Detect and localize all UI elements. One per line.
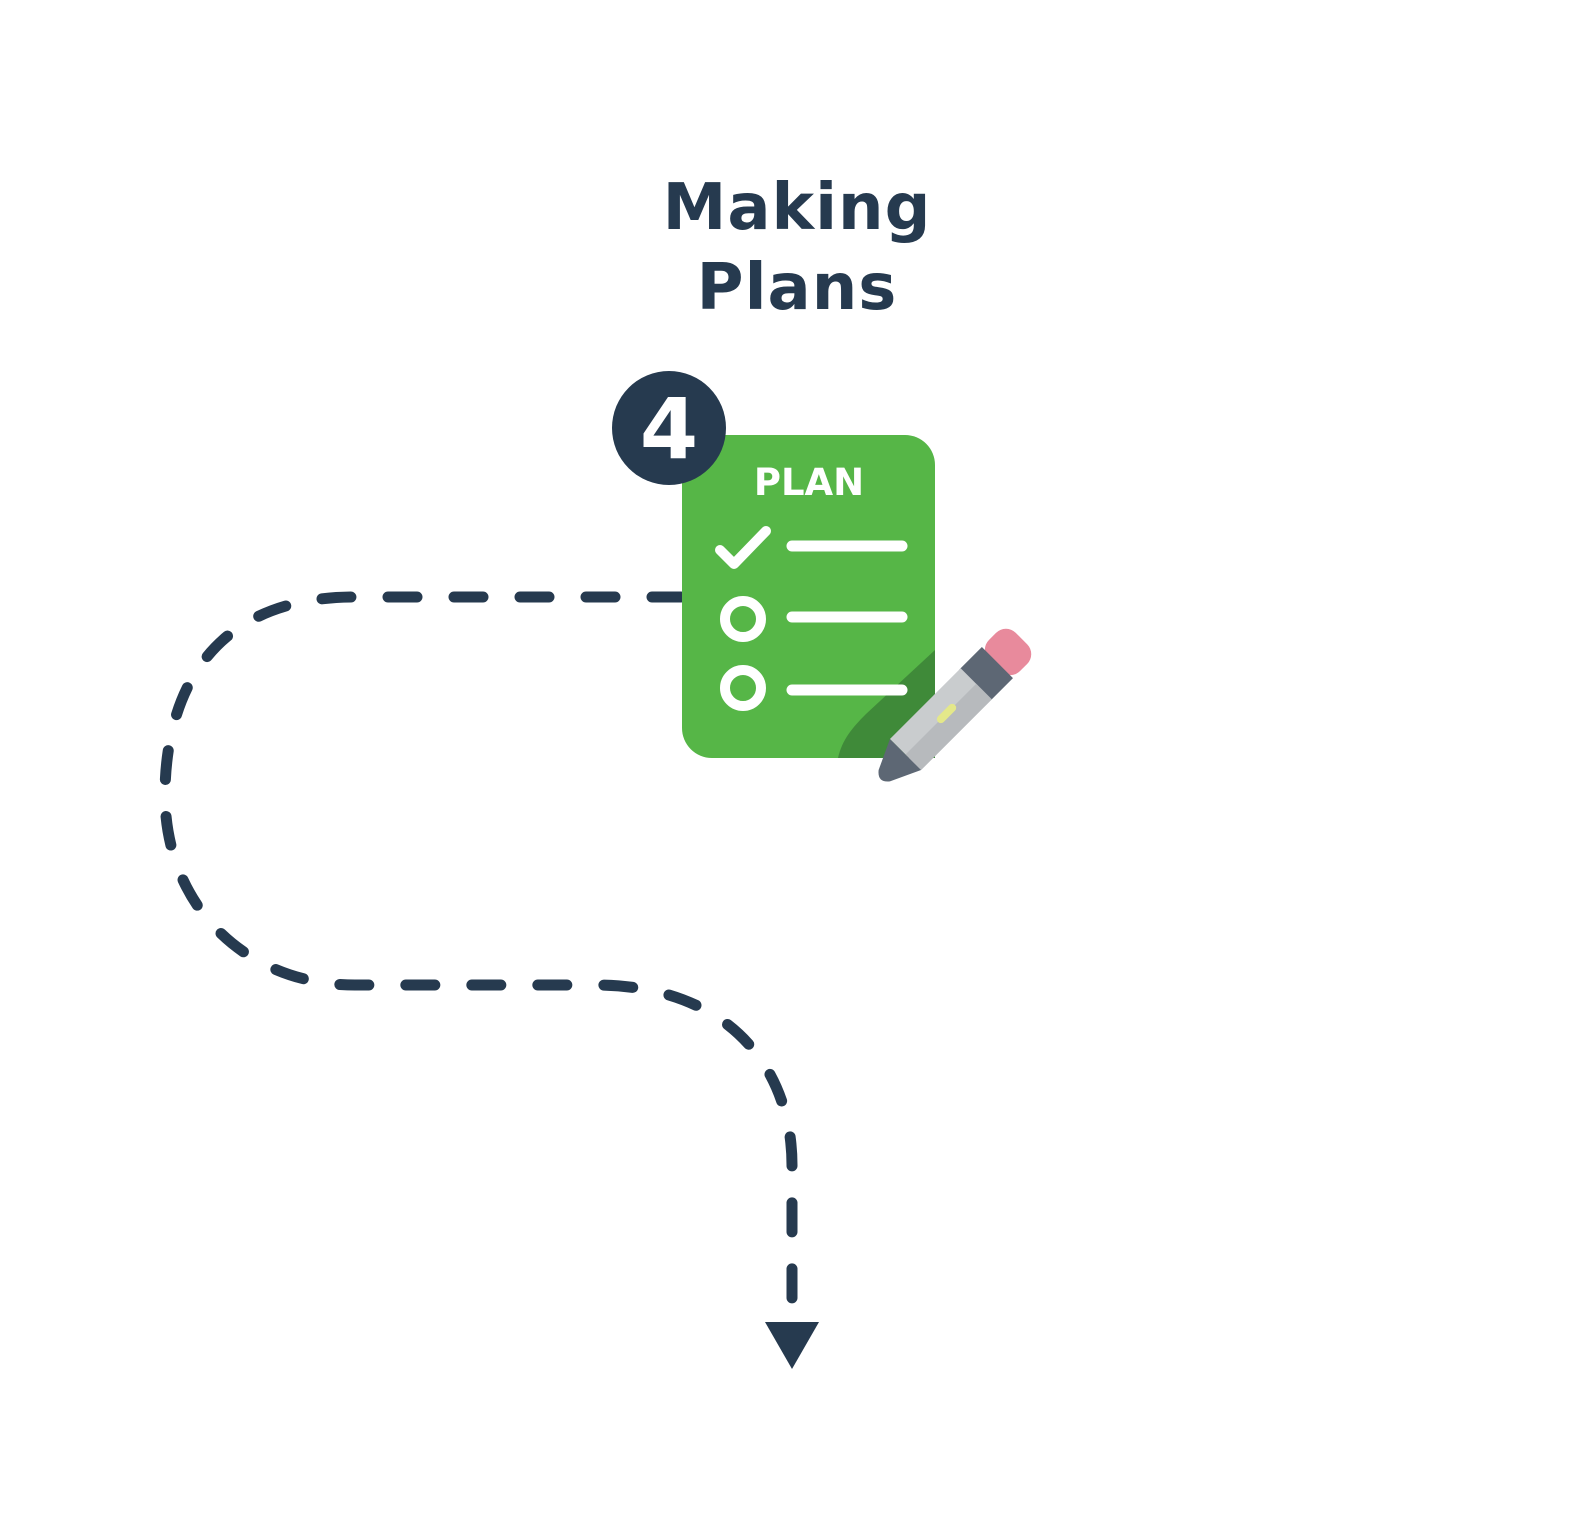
plan-card <box>682 435 935 758</box>
plan-label: PLAN <box>754 461 864 504</box>
diagram-title: Making Plans <box>0 168 1594 328</box>
number-badge: 4 <box>612 371 726 485</box>
circle-icon <box>720 596 766 642</box>
title-line-2: Plans <box>696 251 898 325</box>
title-line-1: Making <box>662 171 932 245</box>
step-number: 4 <box>640 380 698 478</box>
check-icon <box>715 526 771 569</box>
pencil-icon <box>878 628 1032 782</box>
plan-checklist-icon: PLAN <box>682 435 935 758</box>
arrow-down-icon <box>765 1322 819 1369</box>
circle-icon <box>720 665 766 711</box>
dashed-path <box>159 591 798 1306</box>
